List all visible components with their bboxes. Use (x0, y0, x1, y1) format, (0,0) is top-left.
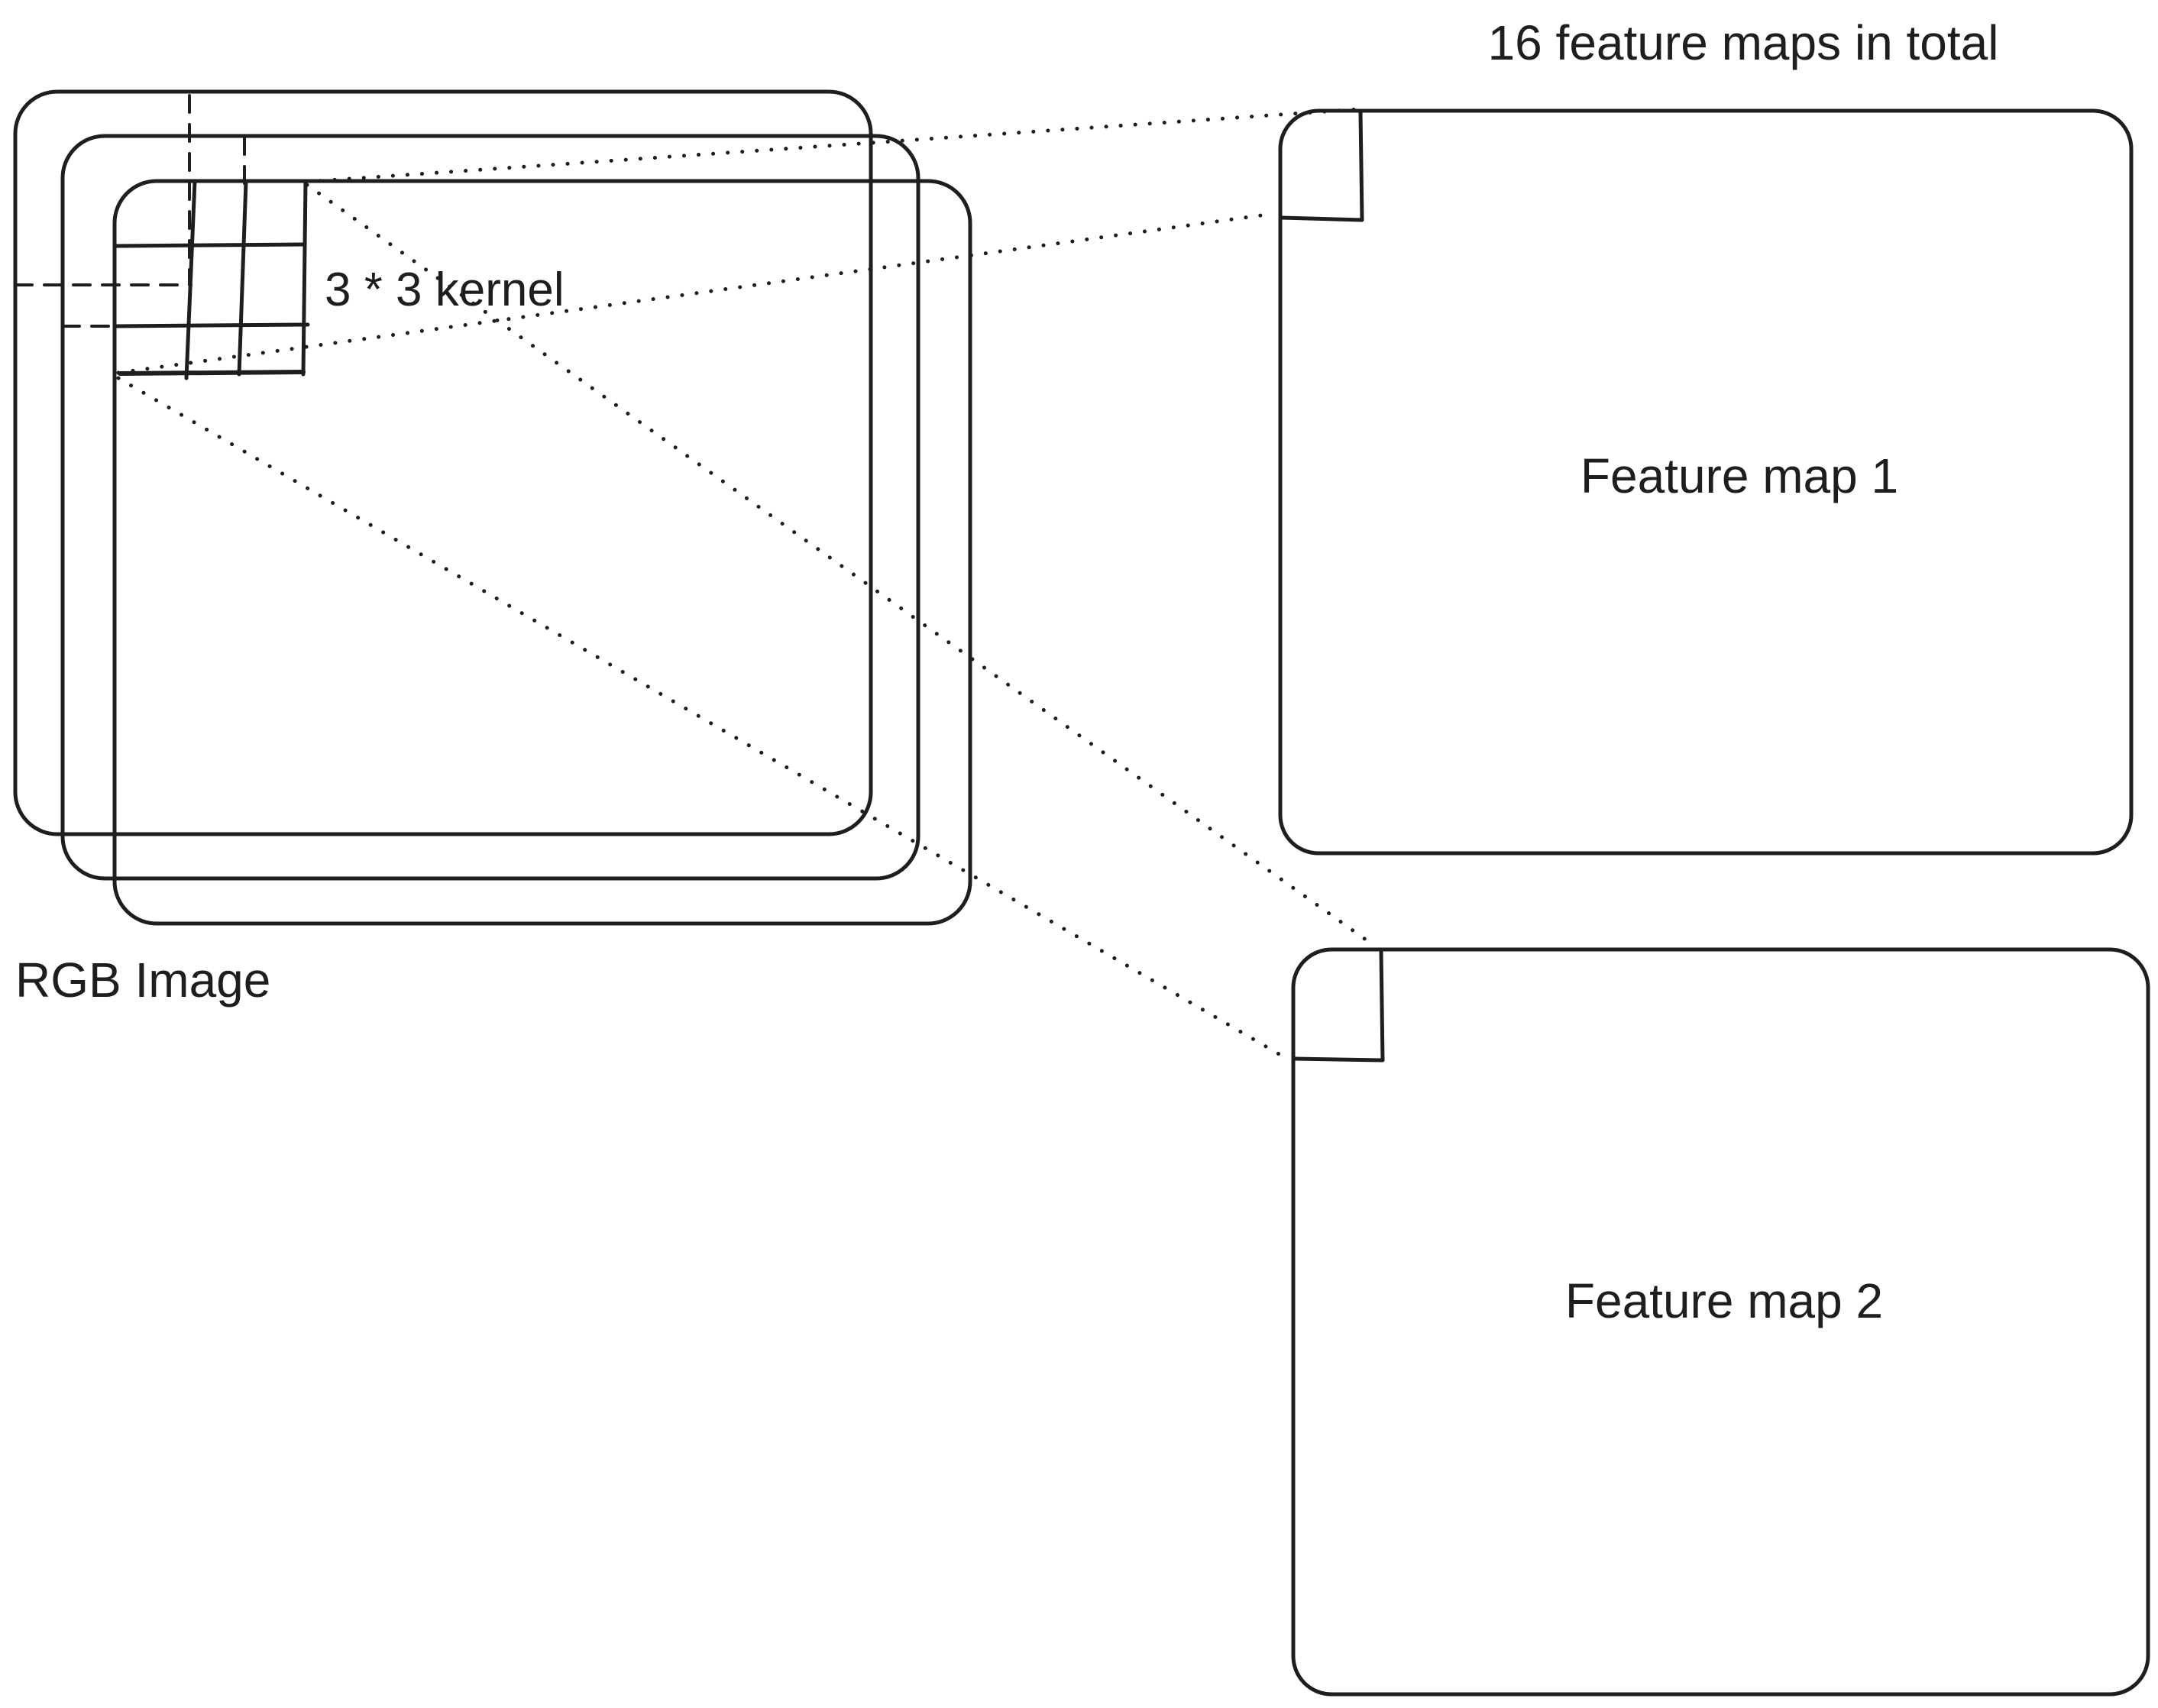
projection-line-fm1-bottom (116, 212, 1274, 375)
feature-map-1 (1278, 108, 2134, 856)
kernel-grid-line (114, 322, 310, 328)
kernel-grid-line (118, 370, 306, 376)
projection-line-fm1-top (303, 107, 1360, 184)
red-channel-layer (112, 179, 972, 926)
rgb-image-label: RGB Image (15, 953, 270, 1008)
kernel-grid (114, 179, 310, 380)
blue-channel-layer (13, 89, 873, 836)
feature-maps-total-label: 16 feature maps in total (1488, 15, 1999, 70)
feature-map-2-output-cell (1293, 949, 1385, 1063)
projection-lines (116, 107, 1371, 1060)
projection-line-fm2-top (305, 183, 1371, 944)
feature-map-1-label: Feature map 1 (1580, 448, 1898, 503)
feature-map-2-label: Feature map 2 (1565, 1273, 1883, 1328)
green-channel-layer (60, 134, 920, 881)
rgb-image-stack (13, 89, 972, 926)
kernel-guide-dashes (14, 94, 246, 328)
projection-line-fm2-bottom (116, 376, 1288, 1060)
feature-map-2-box (1291, 947, 2150, 1697)
kernel-grid-line (184, 179, 197, 380)
kernel-grid-line (114, 242, 306, 248)
kernel-grid-line (301, 179, 308, 377)
kernel-label: 3 * 3 kernel (325, 264, 565, 316)
feature-map-1-box (1278, 108, 2134, 856)
feature-map-2 (1291, 947, 2150, 1697)
feature-map-1-output-cell (1280, 110, 1364, 222)
kernel-grid-line (237, 179, 248, 377)
